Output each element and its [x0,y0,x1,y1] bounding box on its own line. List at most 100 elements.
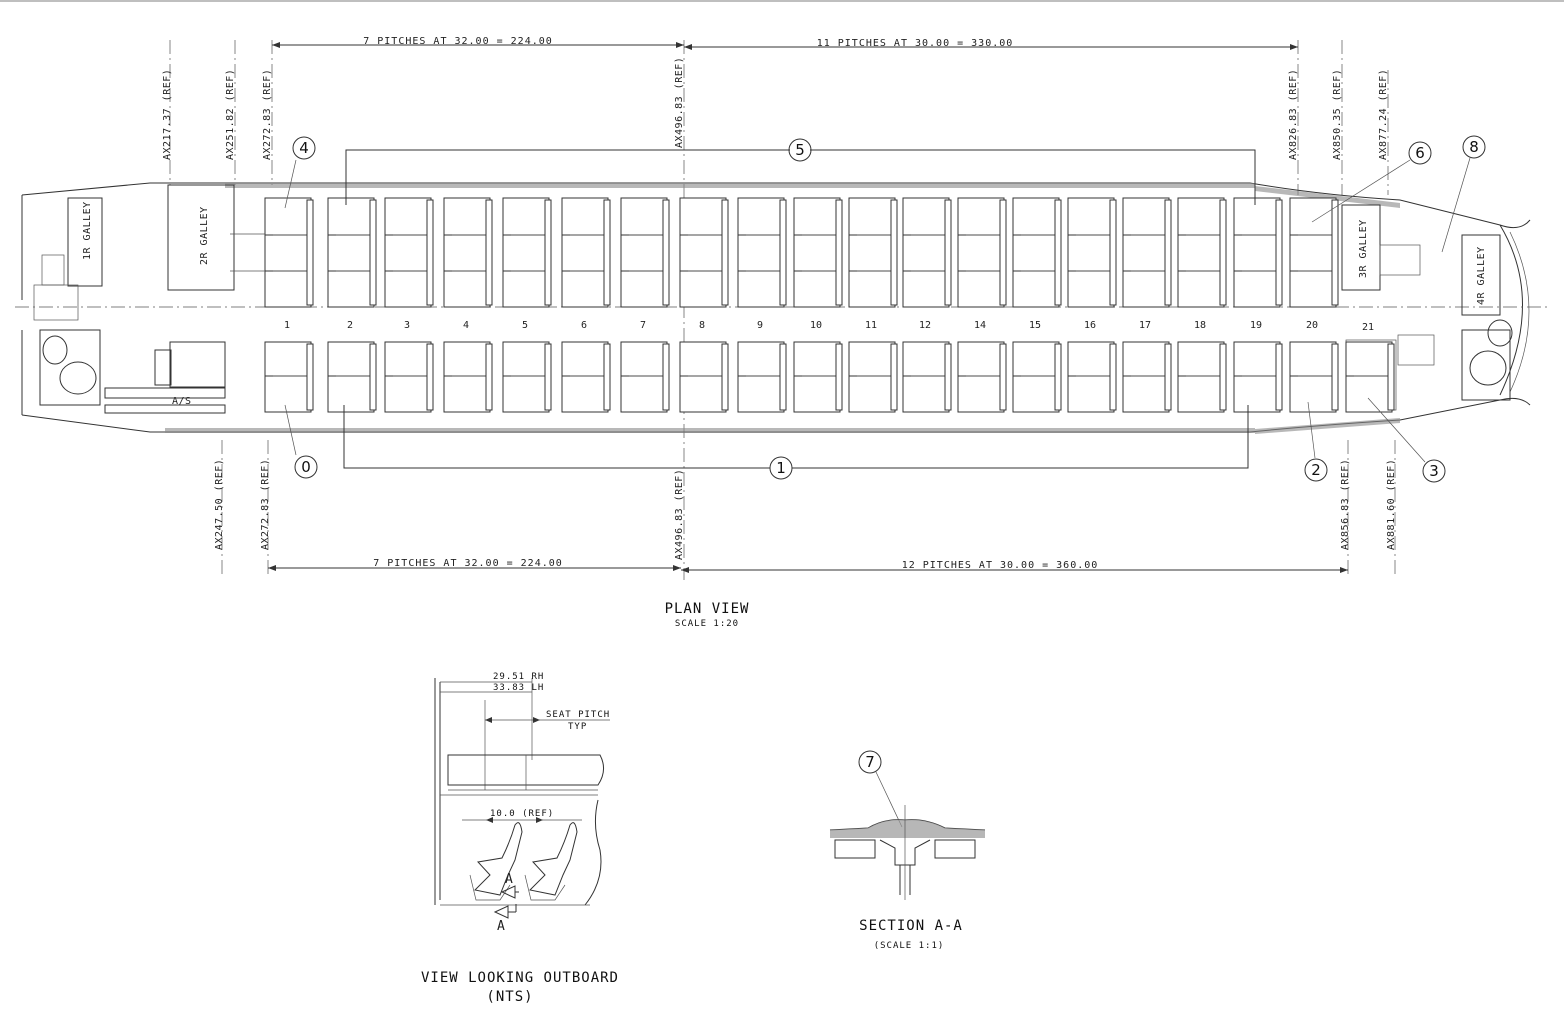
seat-upper [264,197,312,236]
seat-lower [620,375,668,413]
seat-lower [957,341,1005,377]
seat-upper [848,197,896,236]
seat-rows [230,197,1395,413]
seat-lower [502,375,550,413]
fuselage-outline [21,182,1531,434]
seat-upper [561,270,609,308]
seat-upper [793,234,841,272]
seat-upper [957,197,1005,236]
seat-back [944,343,952,411]
seat-upper [793,270,841,308]
seat-back [1219,199,1227,306]
seat-upper [1012,234,1060,272]
seat-back [1331,199,1339,306]
seat-upper [502,270,550,308]
seat-upper [679,234,727,272]
row-number: 15 [1029,320,1041,331]
row-number: 12 [919,320,931,331]
seat-back [544,199,552,306]
seat-back [999,343,1007,411]
seat-back [890,343,898,411]
seat-back [306,199,314,306]
seat-upper [327,234,375,272]
seat-lower [957,375,1005,413]
seat-lower [384,375,432,413]
lavatory-fwd [39,329,101,406]
row-number: 20 [1306,320,1318,331]
callout-0: 0 [294,455,318,479]
row-number: 3 [404,320,410,331]
seat-back [779,199,787,306]
galley-1r [67,197,103,287]
lavatory-aft [1461,329,1511,401]
seat-back [999,199,1007,306]
seat-upper [848,270,896,308]
seat-back [1054,199,1062,306]
seat-back [662,199,670,306]
row-number: 8 [699,320,705,331]
seat-lower [737,375,785,413]
row-number: 16 [1084,320,1096,331]
row-number: 18 [1194,320,1206,331]
seat-back [1109,343,1117,411]
row-number: 21 [1362,322,1374,333]
seat-lower [1122,375,1170,413]
station-ax850: AX850.35 (REF) [1332,69,1343,160]
station-ax877: AX877.24 (REF) [1378,69,1389,160]
svg-text:8: 8 [1469,138,1479,156]
seat-upper [1122,234,1170,272]
seat-upper [1233,270,1281,308]
seat-back [603,343,611,411]
galley-2r [167,184,235,291]
seat-back [721,199,729,306]
seat-pitch-label: SEAT PITCH [546,710,610,720]
section-mark-lower: A [497,919,505,934]
station-labels-bottom: AX247.50 (REF) AX272.83 (REF) AX496.83 (… [214,459,1397,560]
typ-label: TYP [568,722,587,732]
callout-5: 5 [788,138,812,162]
seat-back [1164,343,1172,411]
callout-2: 2 [1304,458,1328,482]
seat-upper [561,197,609,236]
seat-lower [1177,341,1225,377]
seat-back [603,199,611,306]
aisle-stowage-label: A/S [172,396,192,407]
row-number: 17 [1139,320,1151,331]
seat-upper [902,197,950,236]
seat-lower [1012,341,1060,377]
seat-lower [1289,341,1337,377]
seat-back [306,343,314,411]
seat-upper [1177,270,1225,308]
row-number: 2 [347,320,353,331]
row-number: 19 [1250,320,1262,331]
row-number: 4 [463,320,469,331]
seat-upper [1067,234,1115,272]
outboard-view-title: VIEW LOOKING OUTBOARD [421,970,619,986]
seat-upper [902,234,950,272]
dim-top-right: 11 PITCHES AT 30.00 = 330.00 [817,38,1014,49]
station-lines-top [169,40,1389,580]
svg-text:1: 1 [776,459,786,477]
seat-lower [1067,341,1115,377]
seat-lower [902,341,950,377]
seat-lower [1122,341,1170,377]
seat-upper [902,270,950,308]
top-dimensions: 7 PITCHES AT 32.00 = 224.00 11 PITCHES A… [272,36,1298,50]
seat-upper [264,234,312,272]
seat-lower [384,341,432,377]
station-ax251: AX251.82 (REF) [225,69,236,160]
seat-lower [793,375,841,413]
station-ax272-top: AX272.83 (REF) [262,69,273,160]
seat-lower [793,341,841,377]
seat-lower [1345,341,1393,377]
seat-back [1219,343,1227,411]
svg-text:2: 2 [1311,461,1321,479]
seat-upper [327,197,375,236]
galley-2r-label: 2R GALLEY [199,206,210,265]
seat-back [544,343,552,411]
seat-lower [327,341,375,377]
seat-upper [384,197,432,236]
seat-upper [737,234,785,272]
